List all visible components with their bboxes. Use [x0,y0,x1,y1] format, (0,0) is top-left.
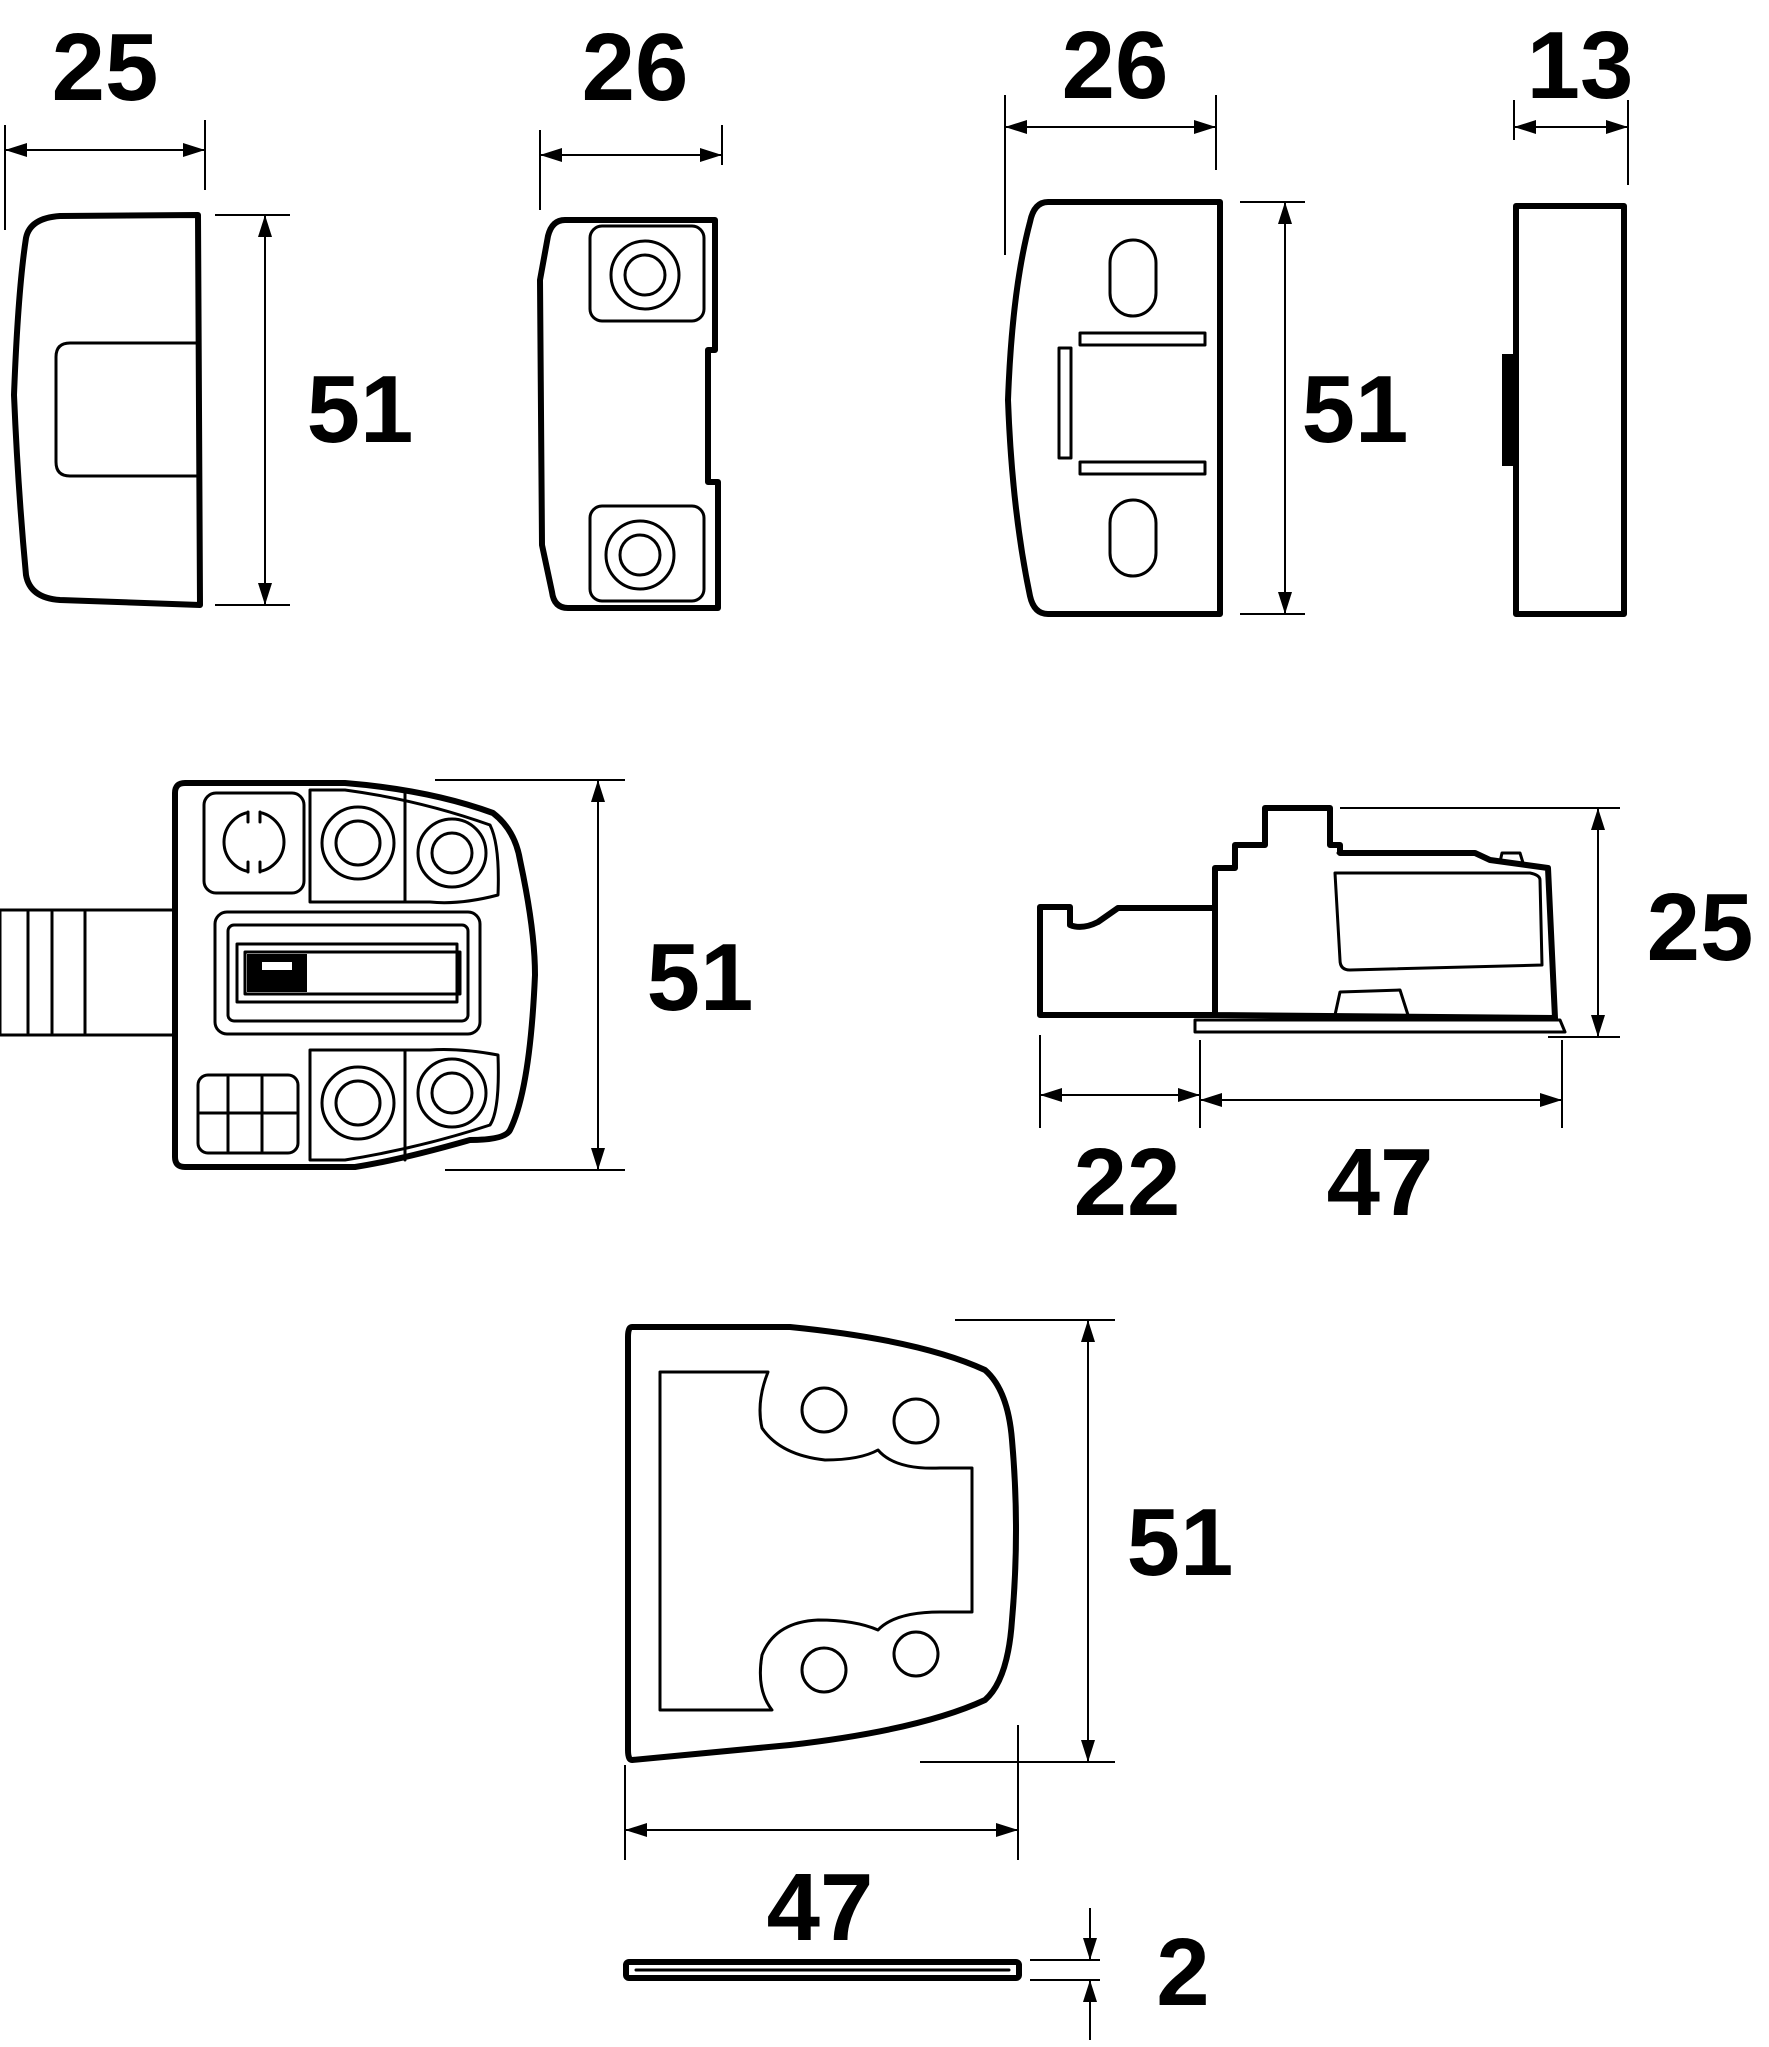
dimension-label: 25 [1647,874,1754,981]
view-8-plate-strip: 2 [623,1908,1210,2040]
dimension-label: 22 [1074,1129,1181,1236]
dimension-label: 51 [1127,1489,1234,1596]
view-2-mounting-bracket: 26 [537,14,723,611]
view-4-side-profile: 13 [1502,12,1634,617]
view-1-front-body: 25 51 [4,14,414,608]
view-6-catch-side: 25 22 47 [1037,805,1754,1236]
dimension-label: 51 [647,924,754,1031]
dimension-label: 26 [582,14,689,121]
dimension-label: 26 [1062,12,1169,119]
view-3-catch-housing: 26 51 [1004,12,1409,617]
view-5-catch-assembly: 51 [0,779,754,1171]
dimension-label: 51 [307,356,414,463]
dimension-label: 51 [1302,356,1409,463]
view-7-mounting-plate: 51 47 [624,1319,1234,1961]
dimension-label: 13 [1527,12,1634,119]
dimension-label: 47 [767,1854,874,1961]
dimension-label: 2 [1156,1919,1209,2026]
dimension-label: 47 [1327,1129,1434,1236]
dimension-label: 25 [52,14,159,121]
